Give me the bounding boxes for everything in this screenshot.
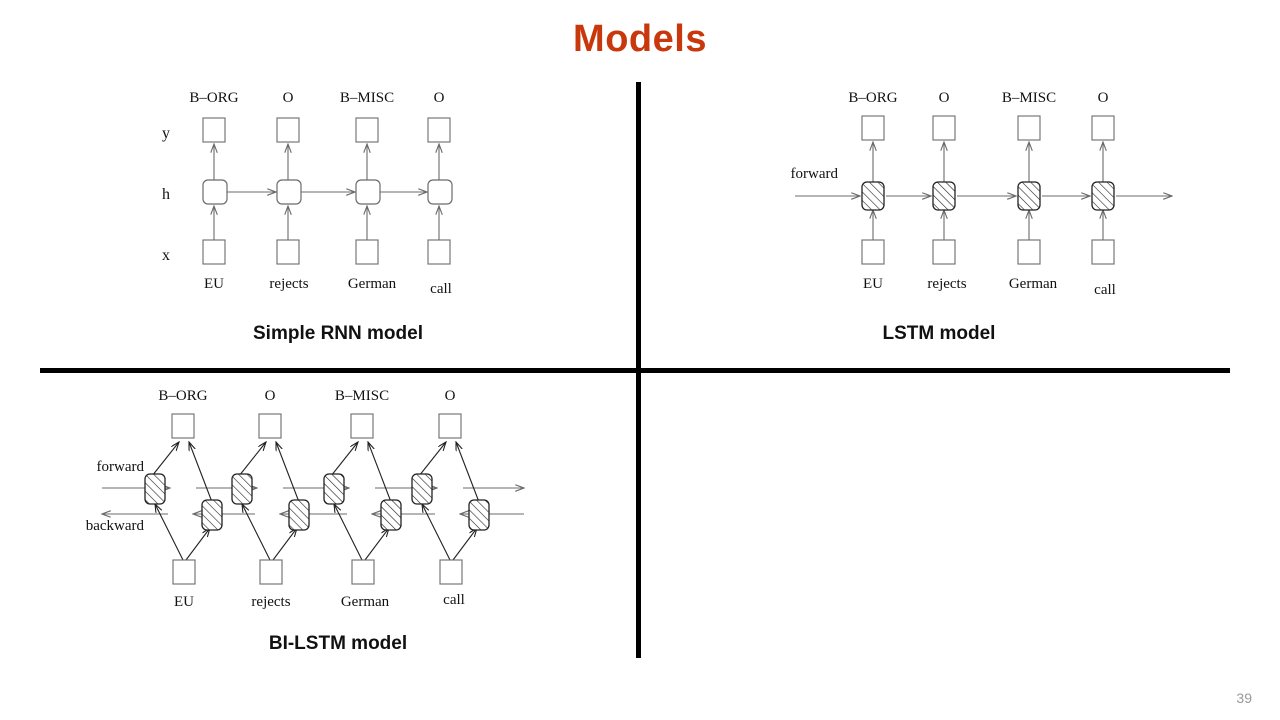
word-label: call [430, 281, 452, 297]
caption-simple-rnn: Simple RNN model [253, 323, 423, 344]
direction-label-forward: forward [791, 166, 839, 182]
hidden-cell [202, 179, 228, 205]
arrow-cell-to-output [151, 442, 179, 477]
tag-label: B–ORG [158, 388, 207, 404]
output-box [258, 413, 282, 439]
row-label-y: y [162, 125, 170, 142]
lstm-cell-forward [323, 473, 345, 505]
input-box [259, 559, 283, 585]
simple-rnn-diagram: y h x B–ORG O B–MISC O [162, 90, 453, 297]
lstm-cell-backward [201, 499, 223, 531]
tag-label: B–MISC [335, 388, 389, 404]
output-box [427, 117, 451, 143]
panel-bilstm: B–ORG O B–MISC O forward backward [40, 378, 636, 658]
input-box [861, 239, 885, 265]
input-box [427, 239, 451, 265]
tag-label: B–ORG [189, 90, 238, 106]
hidden-cell [427, 179, 453, 205]
page-title: Models [573, 18, 707, 60]
arrow-input-to-cell [185, 528, 210, 561]
word-label: EU [204, 276, 224, 292]
row-label-h: h [162, 186, 170, 203]
arrow-input-to-cell [364, 528, 389, 561]
arrow-cell-to-output [330, 442, 358, 477]
output-box [355, 117, 379, 143]
tag-label: O [434, 90, 445, 106]
vertical-divider [636, 82, 641, 658]
page-number: 39 [1236, 690, 1252, 706]
caption-lstm: LSTM model [882, 323, 996, 344]
word-label: call [443, 592, 465, 608]
panel-lstm: B–ORG O B–MISC O forward [648, 80, 1230, 368]
arrow-cell-to-output [456, 442, 480, 503]
tag-label: O [283, 90, 294, 106]
tag-label: B–MISC [340, 90, 394, 106]
lstm-cell-backward [288, 499, 310, 531]
word-label: rejects [269, 276, 308, 292]
caption-bilstm: BI-LSTM model [268, 633, 408, 654]
direction-label-backward: backward [86, 518, 145, 534]
word-label: German [1009, 276, 1058, 292]
lstm-cell-backward [380, 499, 402, 531]
input-box [172, 559, 196, 585]
arrow-cell-to-output [418, 442, 446, 477]
hidden-cell [355, 179, 381, 205]
input-box [1017, 239, 1041, 265]
arrow-cell-to-output [189, 442, 213, 503]
lstm-cell-forward [411, 473, 433, 505]
arrow-input-to-cell [334, 504, 363, 561]
lstm-diagram: B–ORG O B–MISC O forward [791, 90, 1230, 298]
lstm-cell-forward [861, 181, 885, 211]
horizontal-divider [40, 368, 1230, 373]
word-label: call [1094, 282, 1116, 298]
arrow-cell-to-output [276, 442, 300, 503]
tag-label: O [939, 90, 950, 106]
hidden-cell [276, 179, 302, 205]
output-box [438, 413, 462, 439]
lstm-cell-backward [468, 499, 490, 531]
lstm-cell-forward [231, 473, 253, 505]
word-label: German [348, 276, 397, 292]
panel-simple-rnn: y h x B–ORG O B–MISC O [40, 80, 636, 368]
output-box [171, 413, 195, 439]
input-box [1091, 239, 1115, 265]
word-label: EU [174, 594, 194, 610]
lstm-cell-forward [1091, 181, 1115, 211]
word-label: German [341, 594, 390, 610]
output-box [276, 117, 300, 143]
tag-label: O [1098, 90, 1109, 106]
word-label: rejects [927, 276, 966, 292]
lstm-cell-forward [932, 181, 956, 211]
tag-label: B–ORG [848, 90, 897, 106]
output-box [932, 115, 956, 141]
arrow-input-to-cell [272, 528, 297, 561]
row-label-x: x [162, 247, 170, 264]
input-box [276, 239, 300, 265]
output-box [202, 117, 226, 143]
tag-label: O [445, 388, 456, 404]
bilstm-diagram: B–ORG O B–MISC O forward backward [86, 388, 636, 610]
output-box [1017, 115, 1041, 141]
lstm-cell-forward [144, 473, 166, 505]
input-box [202, 239, 226, 265]
input-box [351, 559, 375, 585]
output-box [1091, 115, 1115, 141]
arrow-input-to-cell [155, 504, 184, 561]
output-box [350, 413, 374, 439]
output-box [861, 115, 885, 141]
word-label: rejects [251, 594, 290, 610]
arrow-input-to-cell [242, 504, 271, 561]
arrow-input-to-cell [422, 504, 451, 561]
input-box [355, 239, 379, 265]
tag-label: O [265, 388, 276, 404]
direction-label-forward: forward [97, 459, 145, 475]
word-label: EU [863, 276, 883, 292]
arrow-cell-to-output [238, 442, 266, 477]
tag-label: B–MISC [1002, 90, 1056, 106]
input-box [439, 559, 463, 585]
input-box [932, 239, 956, 265]
arrow-cell-to-output [368, 442, 392, 503]
lstm-cell-forward [1017, 181, 1041, 211]
arrow-input-to-cell [452, 528, 477, 561]
